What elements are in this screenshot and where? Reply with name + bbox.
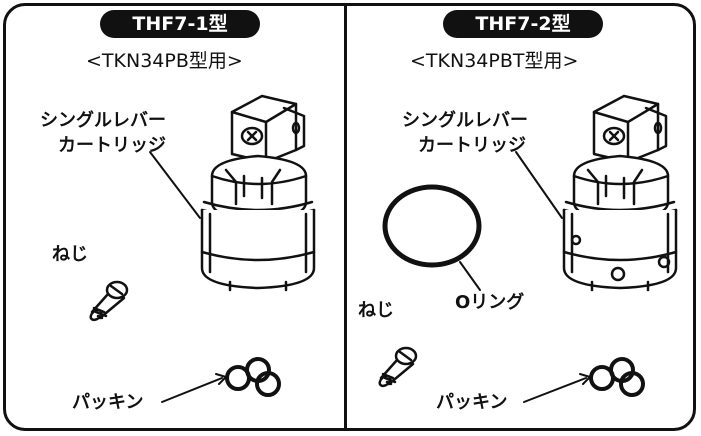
cartridge-left — [200, 94, 316, 292]
panel-divider — [344, 5, 347, 431]
packing-label-left: パッキン — [72, 392, 144, 413]
subtitle-right: <TKN34PBT型用> — [410, 50, 579, 72]
cartridge-right — [562, 94, 678, 292]
panel-frame — [3, 3, 696, 431]
cartridge-label-right-line2: カートリッジ — [418, 135, 526, 156]
packing-right — [589, 357, 645, 397]
subtitle-left: <TKN34PB型用> — [86, 50, 243, 72]
cartridge-label-right-line1: シングルレバー — [402, 110, 528, 131]
screw-left — [89, 280, 129, 322]
packing-left — [225, 357, 281, 397]
cartridge-label-left-line1: シングルレバー — [40, 110, 166, 131]
screw-label-right: ねじ — [358, 300, 394, 321]
screw-right — [378, 346, 418, 388]
oring-label: Oリング — [455, 292, 525, 313]
cartridge-label-left-line2: カートリッジ — [58, 135, 166, 156]
packing-label-right: パッキン — [436, 392, 508, 413]
o-ring — [382, 184, 482, 268]
model-badge-right: THF7-2型 — [443, 10, 603, 38]
screw-label-left: ねじ — [52, 244, 88, 265]
model-badge-left: THF7-1型 — [100, 10, 260, 38]
